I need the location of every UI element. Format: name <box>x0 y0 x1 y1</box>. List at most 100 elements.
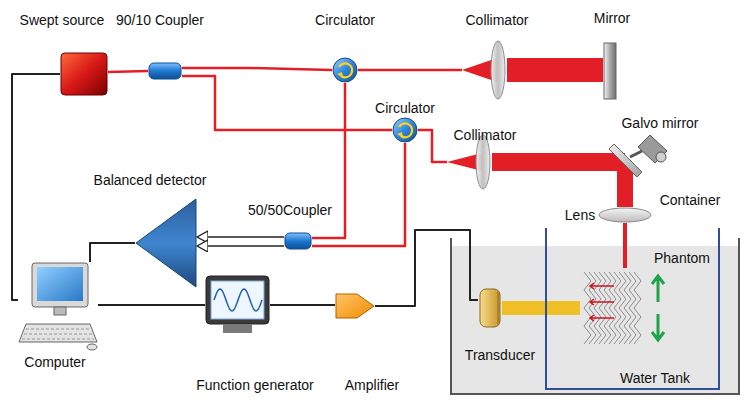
phantom-layer <box>609 272 616 344</box>
galvo-motor-cap <box>656 152 666 162</box>
optical-fiber <box>108 71 148 72</box>
optical-fiber <box>182 76 392 130</box>
scan-arrow <box>590 299 614 305</box>
reference-mirror: Mirror <box>585 8 640 103</box>
component-label: Circulator <box>375 100 435 117</box>
component-label: Container <box>660 192 721 209</box>
keyboard-keys <box>22 339 94 340</box>
phantom-layer <box>604 272 611 344</box>
component-label: Balanced detector <box>94 172 207 189</box>
source-body <box>61 53 107 95</box>
phantom-layer <box>624 272 631 344</box>
signal-cable <box>98 304 205 306</box>
container-wall <box>546 228 719 389</box>
balanced-detector-shape <box>135 198 197 288</box>
circulator-body <box>393 118 417 142</box>
tank-wall <box>451 238 739 394</box>
component-label: Water Tank <box>620 370 690 387</box>
amplifier-body <box>336 294 374 318</box>
move-arrow-down <box>652 314 664 340</box>
optical-fiber <box>312 143 405 246</box>
move-arrow-up <box>652 276 664 302</box>
phantom-layer <box>594 272 601 344</box>
circulator-arrow-head <box>397 132 403 138</box>
galvo-mirror-shape <box>598 135 668 180</box>
component-label: Computer <box>24 354 85 371</box>
water-fill <box>451 246 739 394</box>
fiber-coupler: 50/50Coupler <box>240 200 350 255</box>
balanced-detector: Balanced detector <box>80 170 220 290</box>
detector-body <box>136 199 196 287</box>
lens-body <box>491 41 505 99</box>
component-label: Circulator <box>315 12 375 29</box>
collimator: Collimator <box>455 8 540 103</box>
transducer-face <box>498 292 499 324</box>
phantom-shape <box>580 268 665 348</box>
mouse <box>87 344 97 350</box>
circulator-shape <box>392 117 418 143</box>
transducer-shape <box>478 288 502 328</box>
signal-cable <box>90 243 135 262</box>
galvo-shaft <box>630 151 642 157</box>
lens-body <box>599 208 651 222</box>
component-label: Phantom <box>654 250 710 267</box>
component-label: Mirror <box>594 10 631 27</box>
component-label: Transducer <box>465 347 535 364</box>
component-label: 50/50Coupler <box>248 202 332 219</box>
optical-fiber <box>182 68 332 70</box>
fiber-coupler-shape <box>148 62 182 80</box>
fiber-coupler: 90/10 Coupler <box>110 8 210 88</box>
light-beam <box>507 58 603 82</box>
component-label: Collimator <box>465 12 528 29</box>
light-beam <box>492 153 625 171</box>
water-tank: Water TankContainerPhantomTransducer <box>450 238 740 395</box>
mirror-body <box>604 43 616 99</box>
objective-lens: Lens <box>560 200 655 228</box>
circulator: Circulator <box>305 8 385 88</box>
circulator: Circulator <box>365 96 445 146</box>
monitor-screen <box>37 267 83 301</box>
component-label: 90/10 Coupler <box>116 12 204 29</box>
transducer-body <box>480 289 500 327</box>
optical-fiber <box>623 223 627 268</box>
computer: Computer <box>10 255 105 375</box>
phantom-layer <box>629 272 636 344</box>
signal-cable <box>375 230 478 306</box>
circulator-arrow-head <box>337 72 343 78</box>
fiber-coupler-shape <box>284 232 312 250</box>
circulator-body <box>333 58 357 82</box>
galvo-motor <box>638 135 667 163</box>
phantom-layer <box>614 272 621 344</box>
container: ContainerPhantom <box>545 228 720 390</box>
keyboard <box>19 324 97 342</box>
amplifier: Amplifier <box>335 280 410 398</box>
component-label: Lens <box>565 207 595 224</box>
phantom-layer <box>599 272 606 344</box>
objective-lens-shape <box>598 207 652 223</box>
amplifier-shape <box>335 288 375 324</box>
optical-fiber <box>418 130 447 162</box>
light-source: Swept source <box>10 8 120 100</box>
scan-arrow <box>590 283 614 289</box>
lens-body <box>476 135 490 189</box>
phantom-layer <box>584 272 591 344</box>
computer-shape <box>18 262 98 350</box>
monitor-frame <box>32 263 88 307</box>
keyboard-keys <box>24 334 92 335</box>
transducer: Transducer <box>462 280 542 370</box>
component-label: Function generator <box>196 377 314 394</box>
phantom-layer <box>619 272 626 344</box>
monitor-stand <box>54 307 66 315</box>
collimator-shape <box>462 40 507 100</box>
light-source-shape <box>60 52 108 96</box>
scan-arrow <box>590 315 614 321</box>
coupler-body <box>285 233 311 249</box>
light-beam <box>502 301 580 315</box>
function-generator-shape <box>205 275 270 335</box>
reference-mirror-shape <box>603 42 617 100</box>
keyboard-keys <box>26 329 90 330</box>
generator-base <box>223 324 252 333</box>
generator-body <box>206 276 269 324</box>
